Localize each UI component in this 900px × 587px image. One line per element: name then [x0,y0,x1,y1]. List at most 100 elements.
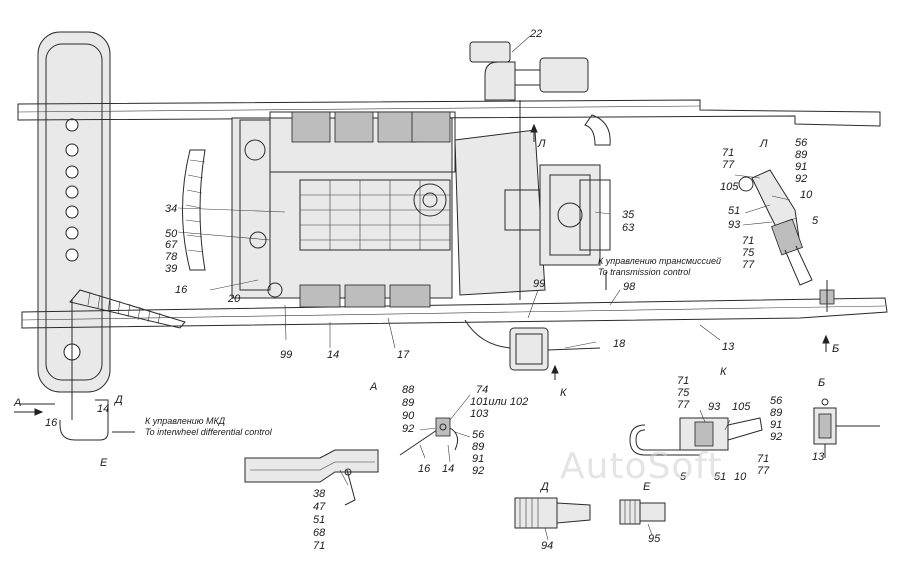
detail-E [619,499,666,525]
K-77b: 77 [757,465,770,477]
K-91: 91 [770,419,782,431]
caption-transmission-ru: К управлению трансмиссией [598,256,721,266]
A-51: 51 [313,514,325,526]
A-89: 89 [402,397,414,409]
L-89: 89 [795,149,807,161]
gearbox [454,129,611,296]
callout-50: 50 [165,228,178,240]
title-E: Е [643,481,651,493]
callout-34: 34 [165,203,177,215]
detail-valve [399,417,459,456]
K-93: 93 [708,401,721,413]
L-91: 91 [795,161,807,173]
B-13: 13 [812,451,825,463]
lower-D: Д [113,394,123,406]
arrow-label-B: Б [832,343,839,355]
L-92: 92 [795,173,807,185]
title-L: Л [759,138,768,150]
K-89: 89 [770,407,782,419]
L-71: 71 [722,147,734,159]
title-K: К [720,366,727,378]
A-14: 14 [442,463,454,475]
callouts: 22 34 50 67 78 39 16 20 99 14 17 99 98 1… [13,28,839,552]
K-92: 92 [770,431,782,443]
detail-L [738,169,813,286]
callout-18: 18 [613,338,626,350]
L-77: 77 [722,159,735,171]
arrow-label-K: К [560,387,567,399]
leader-lines [177,35,798,541]
K-105: 105 [732,401,751,413]
title-A: А [369,381,377,393]
A-16: 16 [418,463,431,475]
A-38: 38 [313,488,326,500]
detail-K [629,417,763,456]
D-94: 94 [541,540,553,552]
callout-63: 63 [622,222,635,234]
K-71b: 71 [757,453,769,465]
A-90: 90 [402,410,415,422]
watermark: AutoSoft [560,446,723,487]
A-74: 74 [476,384,488,396]
A-56: 56 [472,429,485,441]
direction-arrows [14,123,830,416]
K-10: 10 [734,471,747,483]
lower-16: 16 [45,417,58,429]
E-95: 95 [648,533,661,545]
detail-A [244,449,379,506]
callout-20: 20 [227,293,241,305]
callout-99-bottom: 99 [280,349,292,361]
A-91: 91 [472,453,484,465]
L-75: 75 [742,247,755,259]
callout-13: 13 [722,341,735,353]
A-71: 71 [313,540,325,552]
rear-bracket-B [819,280,835,312]
L-71b: 71 [742,235,754,247]
A-92b: 92 [472,465,484,477]
A-47: 47 [313,501,326,513]
title-D: Д [539,481,549,493]
callout-22: 22 [529,28,542,40]
arrow-label-A: А [13,397,21,409]
arrow-label-L: Л [537,138,546,150]
engine-block [231,111,456,308]
L-105: 105 [720,181,739,193]
K-71: 71 [677,375,689,387]
callout-98: 98 [623,281,636,293]
K-51: 51 [714,471,726,483]
lower-14: 14 [97,403,109,415]
A-88: 88 [402,384,415,396]
L-5: 5 [812,215,819,227]
caption-mkd-en: To interwheel differential control [145,427,273,437]
L-77b: 77 [742,259,755,271]
callout-67: 67 [165,239,178,251]
K-77: 77 [677,399,690,411]
callout-99-mid: 99 [533,278,545,290]
radiator-fan [182,149,206,271]
lower-E: Е [100,457,108,469]
air-lines [20,300,135,441]
K-75: 75 [677,387,690,399]
callout-17: 17 [397,349,410,361]
title-B: Б [818,377,825,389]
L-93: 93 [728,219,741,231]
callout-35: 35 [622,209,635,221]
L-56: 56 [795,137,808,149]
valve-18-assembly [464,319,601,371]
A-103: 103 [470,408,489,420]
callout-16-top: 16 [175,284,188,296]
callout-78: 78 [165,251,178,263]
K-5: 5 [680,471,687,483]
caption-mkd-ru: К управлению МКД [145,416,226,426]
front-bumper [37,31,111,393]
detail-D [514,497,591,529]
A-92: 92 [402,423,414,435]
A-89b: 89 [472,441,484,453]
exhaust-pipe [469,41,611,300]
A-68: 68 [313,527,326,539]
callout-14-bottom: 14 [327,349,339,361]
A-101: 101или 102 [470,396,528,408]
detail-B [813,398,880,458]
